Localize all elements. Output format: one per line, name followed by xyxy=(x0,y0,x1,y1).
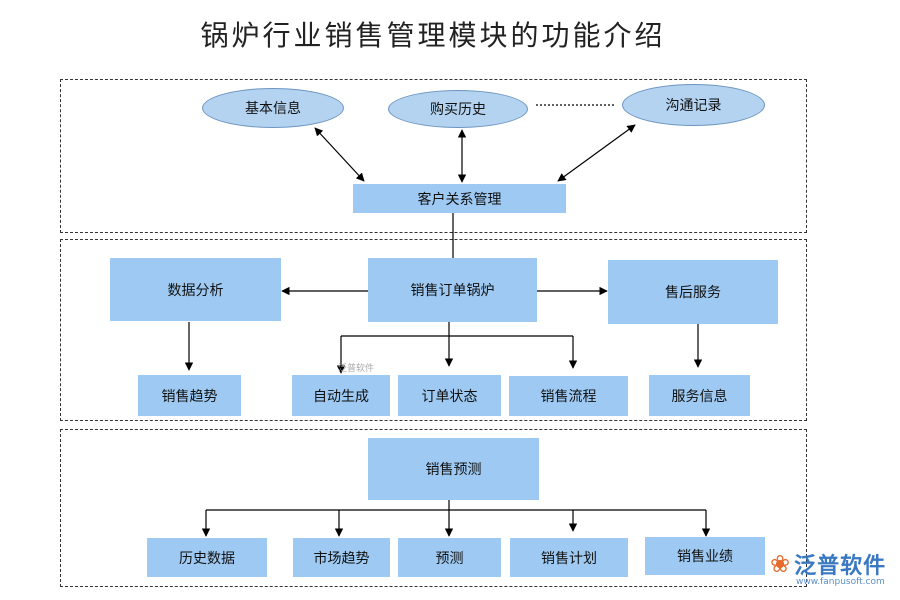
arrow-communication xyxy=(557,124,636,182)
node-data-analysis: 数据分析 xyxy=(110,258,281,321)
node-communication-records: 沟通记录 xyxy=(622,84,765,126)
forecast-section xyxy=(60,429,807,587)
diagram-title: 锅炉行业销售管理模块的功能介绍 xyxy=(200,19,666,52)
logo-icon: ❀ xyxy=(770,550,791,578)
node-service-info: 服务信息 xyxy=(649,375,750,416)
node-after-sales: 售后服务 xyxy=(608,260,778,324)
node-sales-order-boiler: 销售订单锅炉 xyxy=(368,258,537,322)
logo-url: www.fanpusoft.com xyxy=(796,577,885,587)
node-basic-info: 基本信息 xyxy=(202,88,344,128)
sales-order-section xyxy=(60,239,807,421)
node-history-data: 历史数据 xyxy=(147,538,267,577)
node-forecast: 预测 xyxy=(398,538,501,577)
node-auto-generate: 自动生成 xyxy=(292,375,390,416)
node-sales-forecast: 销售预测 xyxy=(368,438,539,500)
watermark: 泛普软件 xyxy=(338,364,375,374)
logo-name: 泛普软件 xyxy=(794,554,887,579)
node-sales-trend: 销售趋势 xyxy=(138,375,241,416)
node-sales-process: 销售流程 xyxy=(509,376,628,416)
node-sales-performance: 销售业绩 xyxy=(645,537,765,575)
arrow-basic-info xyxy=(314,127,365,182)
node-market-trend: 市场趋势 xyxy=(293,538,390,577)
node-order-status: 订单状态 xyxy=(398,375,501,416)
node-sales-plan: 销售计划 xyxy=(510,538,628,577)
node-purchase-history: 购买历史 xyxy=(388,90,528,128)
node-customer-relation: 客户关系管理 xyxy=(353,184,566,213)
crm-section xyxy=(60,79,807,233)
brand-logo: ❀ 泛普软件 xyxy=(770,548,886,580)
